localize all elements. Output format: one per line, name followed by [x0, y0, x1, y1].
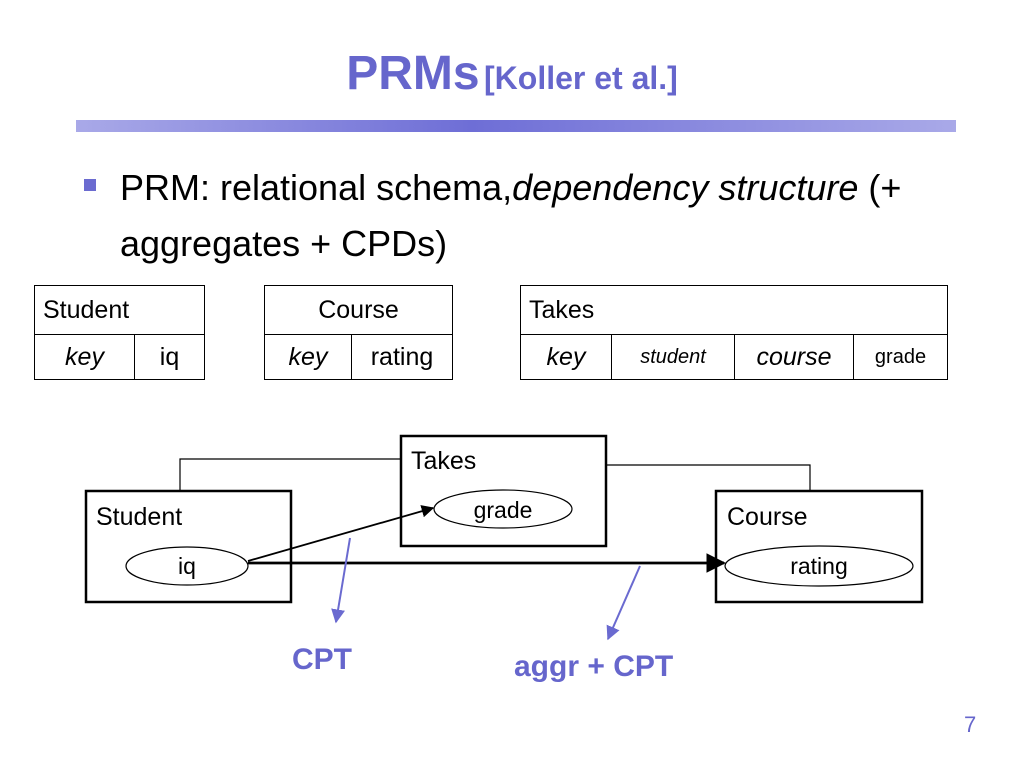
slide-number: 7 [964, 712, 977, 737]
bullet-text: PRM: relational schema,dependency struct… [120, 160, 910, 272]
grade-attribute-label: grade [474, 497, 533, 523]
takes-course-cell: course [734, 334, 854, 380]
bullet-part-2: dependency structure [512, 167, 859, 208]
iq-to-grade-arrow [247, 505, 435, 562]
course-class-name: Course [727, 503, 808, 531]
cpt-label: CPT [292, 643, 352, 676]
iq-attribute-node [125, 546, 249, 586]
title-rule [76, 120, 956, 132]
course-schema-table: Course key rating [264, 285, 453, 380]
course-table-name: Course [264, 285, 453, 335]
student-class-name: Student [96, 503, 182, 531]
takes-schema-table: Takes key student course grade [520, 285, 948, 380]
title-citation: [Koller et al.] [484, 60, 678, 96]
takes-grade-cell: grade [853, 334, 948, 380]
takes-class-name: Takes [411, 447, 476, 475]
takes-course-connector [606, 464, 811, 490]
takes-key-cell: key [520, 334, 612, 380]
student-iq-cell: iq [134, 334, 205, 380]
bullet-part-3: (+ aggregates + CPDs) [120, 167, 902, 264]
aggr-cpt-pointer-arrow [606, 565, 641, 641]
bullet-square-icon [84, 179, 96, 191]
aggr-cpt-label: aggr + CPT [514, 650, 674, 683]
cpt-pointer-arrow [331, 537, 351, 624]
course-rating-cell: rating [351, 334, 453, 380]
iq-attribute-label: iq [178, 553, 196, 579]
student-table-name: Student [34, 285, 205, 335]
course-key-cell: key [264, 334, 352, 380]
takes-student-cell: student [611, 334, 735, 380]
bullet-part-1: PRM: relational schema, [120, 167, 513, 208]
slide-title: PRMs [Koller et al.] [0, 46, 1024, 101]
title-main: PRMs [346, 47, 480, 100]
takes-student-connector [179, 458, 401, 490]
rating-attribute-label: rating [790, 553, 848, 579]
student-key-cell: key [34, 334, 135, 380]
student-schema-table: Student key iq [34, 285, 205, 380]
